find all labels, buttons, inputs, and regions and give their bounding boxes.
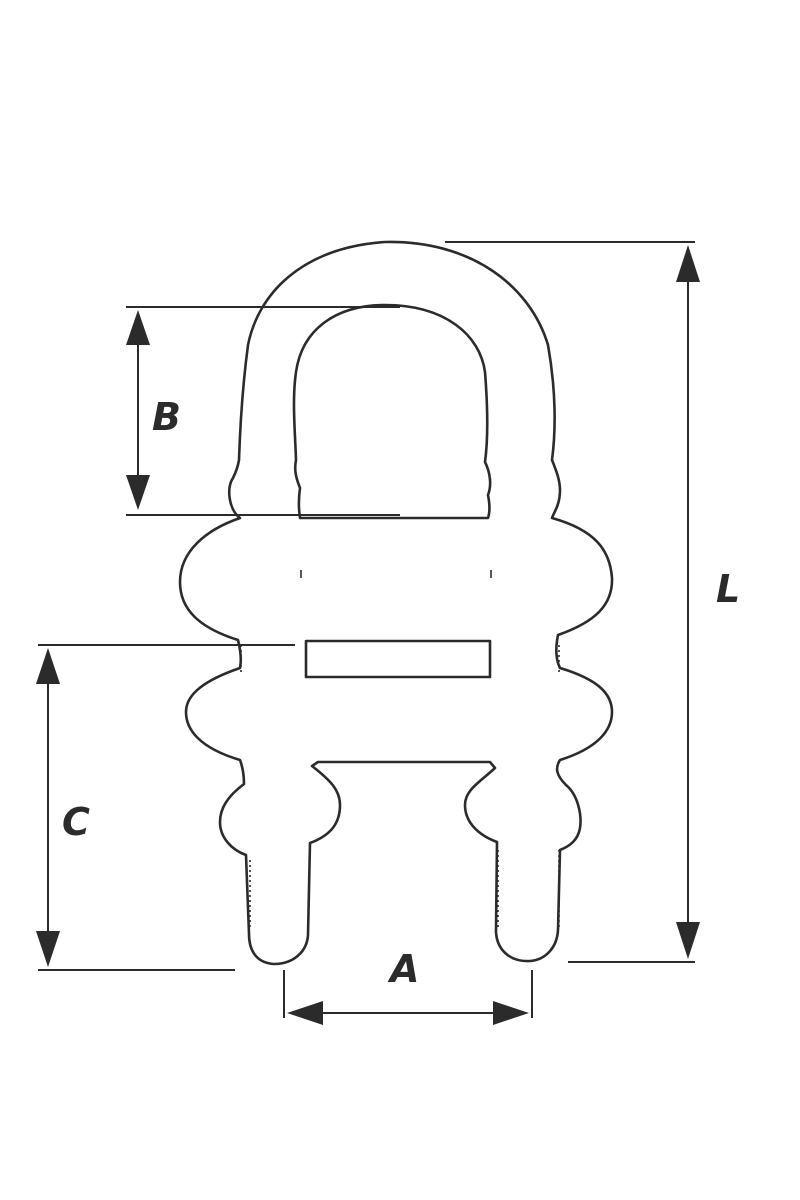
inner-bow-opening xyxy=(292,303,492,520)
dim-c-arrow-top xyxy=(36,648,60,684)
dimension-c: C xyxy=(36,644,295,971)
dim-b-label: B xyxy=(152,395,181,439)
u-bolt-outline xyxy=(178,240,614,966)
dim-b-arrow-top xyxy=(126,310,150,345)
dim-a-arrow-right xyxy=(493,1001,529,1025)
dim-l-label: L xyxy=(716,567,740,611)
dim-c-arrow-bottom xyxy=(36,931,60,967)
slot xyxy=(304,639,492,679)
dim-b-arrow-bottom xyxy=(126,475,150,510)
dimension-b: B xyxy=(126,306,400,516)
dimension-l: L xyxy=(445,241,740,963)
dim-a-arrow-left xyxy=(287,1001,323,1025)
dim-l-arrow-bottom xyxy=(676,922,700,959)
dim-c-label: C xyxy=(62,800,90,844)
dim-l-arrow-top xyxy=(676,245,700,282)
dimension-a: A xyxy=(283,947,533,1025)
dim-a-label: A xyxy=(387,947,419,991)
outer-contour xyxy=(178,240,614,966)
